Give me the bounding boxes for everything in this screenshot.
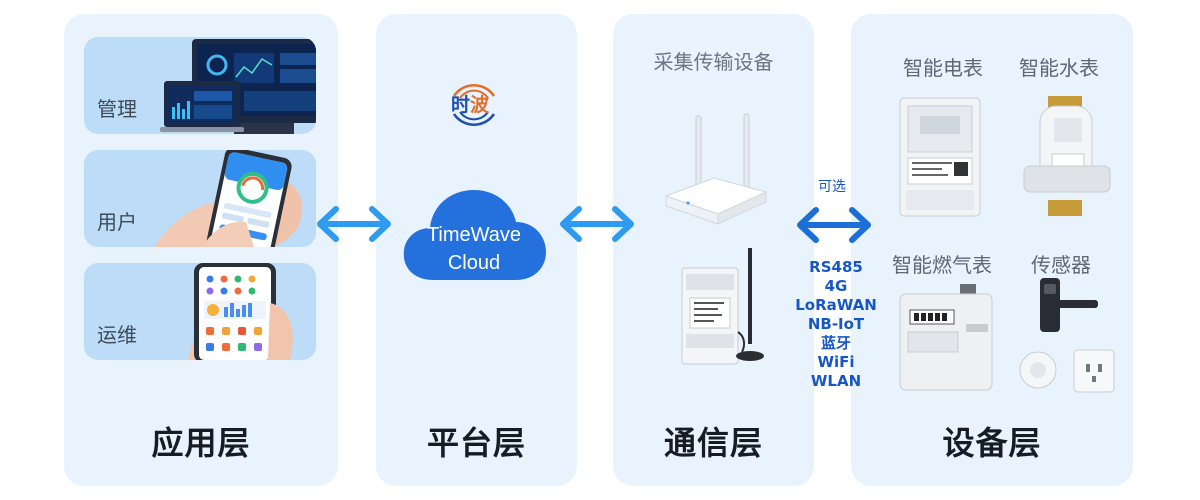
ops-card[interactable]: 运维: [84, 263, 316, 360]
ops-label: 运维: [97, 323, 137, 347]
user-card[interactable]: 用户: [84, 150, 316, 247]
protocol-rs485: RS485: [809, 258, 863, 276]
smart-water-meter-label: 智能水表: [1019, 56, 1099, 80]
logo-char-1: 时: [451, 94, 471, 116]
protocol-list: RS485 4G LoRaWAN NB-IoT 蓝牙 WiFi WLAN: [786, 258, 886, 391]
user-phone-illustration: [154, 150, 302, 247]
cloud-icon[interactable]: [400, 180, 548, 284]
device-layer-panel: 设备层: [851, 14, 1133, 486]
electric-meter-image: [899, 97, 981, 217]
management-card[interactable]: 管理: [84, 37, 316, 134]
dtu-module-image: [681, 248, 764, 365]
communication-layer-title: 通信层: [663, 424, 763, 462]
collection-device-subtitle: 采集传输设备: [653, 50, 774, 74]
management-dashboard-illustration: [160, 39, 316, 134]
management-label: 管理: [97, 97, 137, 121]
timewave-logo-text: 时波: [451, 90, 489, 117]
sensors-image: [1019, 278, 1115, 393]
router-image: [664, 113, 768, 225]
timewave-logo-icon: [452, 84, 496, 126]
user-label: 用户: [97, 210, 137, 234]
gas-meter-image: [899, 284, 993, 391]
platform-comm-double-arrow-icon: [560, 206, 634, 242]
smart-electric-meter-label: 智能电表: [903, 56, 983, 80]
sensor-label: 传感器: [1031, 253, 1091, 277]
cloud-label-line1: TimeWave: [426, 224, 522, 246]
protocol-4g: 4G: [824, 277, 848, 295]
cloud-label-line2: Cloud: [447, 252, 501, 274]
water-meter-image: [1023, 96, 1111, 216]
protocol-lorawan: LoRaWAN: [795, 296, 877, 314]
protocol-wlan: WLAN: [810, 372, 862, 390]
protocol-nbiot: NB-IoT: [807, 315, 865, 333]
device-layer-title: 设备层: [942, 424, 1042, 462]
app-platform-double-arrow-icon: [317, 206, 391, 242]
protocol-wifi: WiFi: [817, 353, 855, 371]
ops-phone-illustration: [188, 263, 293, 360]
platform-layer-title: 平台层: [426, 424, 526, 462]
communication-layer-panel: 通信层: [613, 14, 814, 486]
application-layer-title: 应用层: [151, 424, 251, 462]
smart-gas-meter-label: 智能燃气表: [892, 253, 992, 277]
logo-char-2: 波: [470, 94, 490, 116]
optional-label: 可选: [818, 179, 846, 195]
comm-device-double-arrow-icon: [797, 207, 871, 243]
protocol-bluetooth: 蓝牙: [820, 334, 851, 352]
application-layer-panel: 管理 用户: [64, 14, 338, 486]
